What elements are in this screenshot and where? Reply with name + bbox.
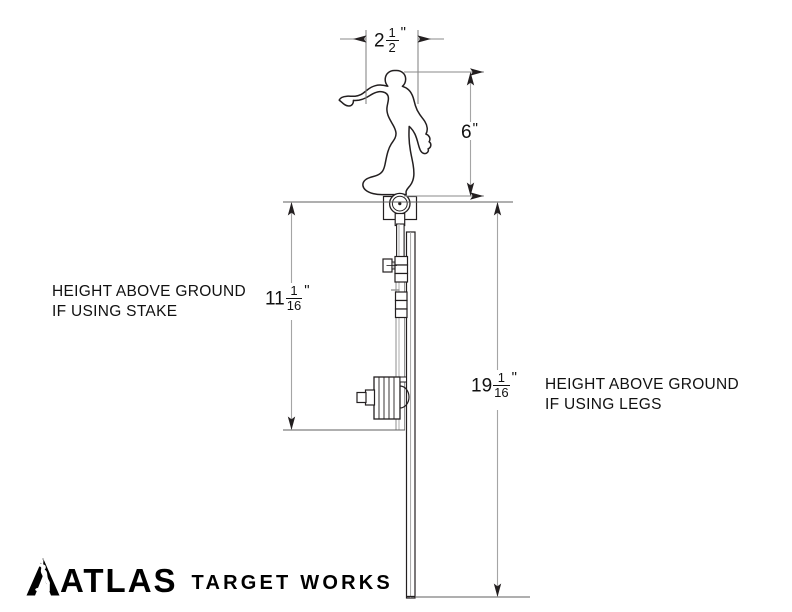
- note-legs-line2: IF USING LEGS: [545, 395, 662, 413]
- clamp-bolt-lower: [391, 289, 408, 319]
- fraction-bar: [493, 384, 510, 386]
- dimension-figure-height: [404, 68, 484, 200]
- dim-stake-denominator: 16: [286, 297, 302, 313]
- dim-legs-denominator: 16: [494, 384, 509, 400]
- note-legs-line1: HEIGHT ABOVE GROUND: [545, 376, 740, 393]
- atlas-a-figure-icon: [26, 558, 60, 596]
- dim-height6-unit: ": [472, 120, 478, 137]
- target-silhouette: [338, 69, 432, 196]
- dim-stake-whole: 11: [265, 288, 285, 310]
- dim-stake-unit: ": [304, 282, 310, 299]
- clamp-bolt-upper: [382, 255, 409, 283]
- dim-width-denominator: 2: [388, 39, 396, 55]
- dim-width-whole: 2: [374, 30, 385, 52]
- logo-brand-text: ATLAS: [60, 561, 178, 599]
- pivot-hinge: [382, 192, 418, 227]
- dim-legs-whole: 19: [471, 375, 493, 397]
- fraction-bar: [285, 297, 303, 299]
- dim-width-unit: ": [400, 24, 406, 41]
- brand-logo: ATLAS TARGET WORKS: [26, 558, 393, 599]
- logo-atlas-lockup: ATLAS: [26, 558, 178, 599]
- note-stake-line2: IF USING STAKE: [52, 302, 178, 320]
- dimension-figure-width: [340, 30, 444, 104]
- note-stake-line1: HEIGHT ABOVE GROUND: [52, 283, 247, 300]
- dim-height6-whole: 6: [461, 122, 472, 143]
- dim-stake-numerator: 1: [290, 283, 298, 298]
- logo-tagline-text: TARGET WORKS: [191, 572, 393, 594]
- dimension-label-figure-height: 6": [461, 120, 478, 143]
- fraction-bar: [385, 39, 399, 41]
- note-legs: HEIGHT ABOVE GROUND IF USING LEGS: [545, 375, 739, 415]
- dimension-height-legs: [415, 202, 530, 598]
- dim-legs-numerator: 1: [497, 370, 505, 385]
- note-stake: HEIGHT ABOVE GROUND IF USING STAKE: [52, 282, 246, 322]
- dim-width-numerator: 1: [388, 25, 396, 40]
- dim-legs-unit: ": [511, 369, 517, 386]
- spring-coil-assembly: [356, 376, 410, 420]
- dimension-height-stake: [283, 201, 513, 431]
